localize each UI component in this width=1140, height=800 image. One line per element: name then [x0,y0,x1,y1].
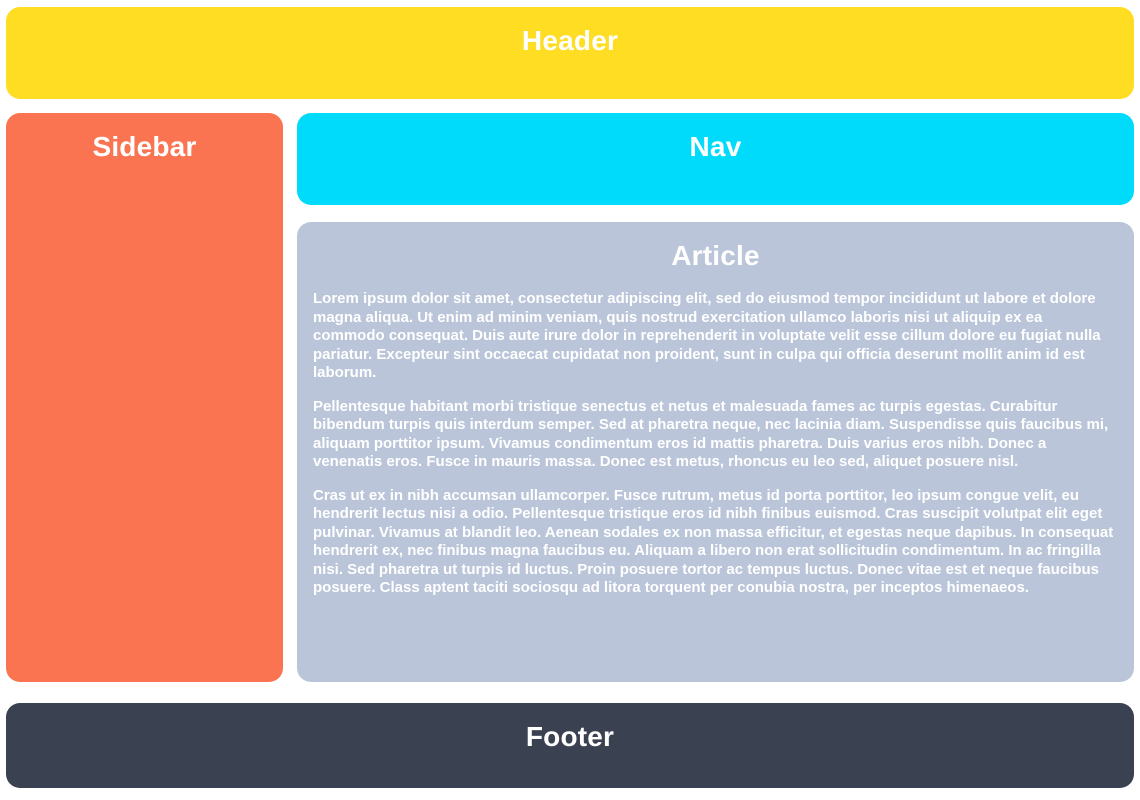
nav-title: Nav [689,131,742,162]
sidebar-title: Sidebar [92,131,197,162]
nav-bar: Nav [297,113,1134,205]
main-column: Nav Article Lorem ipsum dolor sit amet, … [297,113,1134,682]
content-row: Sidebar Nav Article Lorem ipsum dolor si… [6,113,1134,682]
article: Article Lorem ipsum dolor sit amet, cons… [297,222,1134,682]
article-paragraph: Cras ut ex in nibh accumsan ullamcorper.… [313,486,1114,597]
footer-title: Footer [525,721,615,752]
page-footer: Footer [6,703,1134,788]
article-title: Article [671,240,760,271]
article-paragraph: Pellentesque habitant morbi tristique se… [313,397,1109,471]
sidebar: Sidebar [6,113,283,682]
article-paragraph: Lorem ipsum dolor sit amet, consectetur … [313,290,1101,381]
page-header: Header [6,7,1134,99]
header-title: Header [521,25,619,56]
